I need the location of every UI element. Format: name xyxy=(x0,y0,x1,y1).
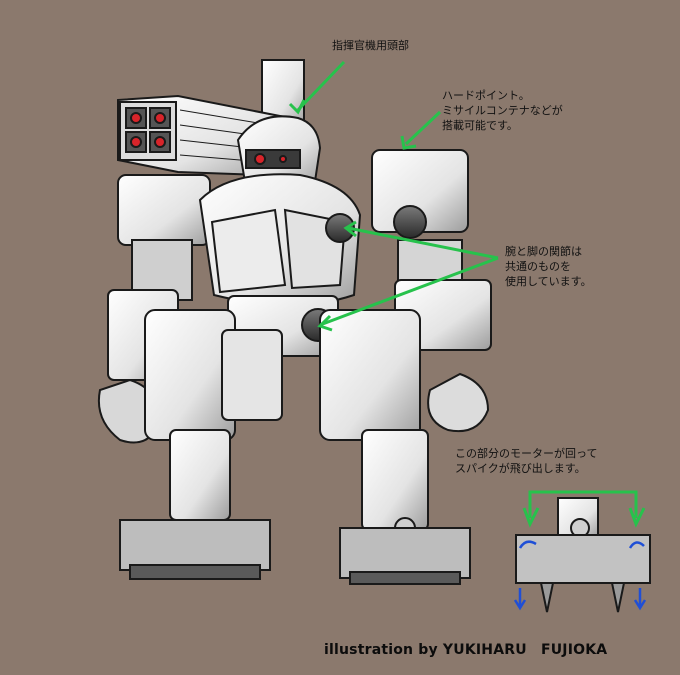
arrow-to-arm-joint xyxy=(347,226,499,260)
spike-motion-arrows xyxy=(513,540,647,611)
missile-light xyxy=(154,136,166,148)
spike-left xyxy=(539,582,555,613)
arrow-head xyxy=(400,135,417,150)
arrow-to-hardpoint xyxy=(404,110,442,146)
commander-head xyxy=(236,115,322,189)
arrow-head xyxy=(288,99,306,115)
head-sensor-red xyxy=(279,155,287,163)
arrow-head xyxy=(628,507,646,528)
foot-detail xyxy=(515,497,651,613)
missile-light xyxy=(130,136,142,148)
head-sensor-red xyxy=(254,153,266,165)
illustration-credit: illustration by YUKIHARU FUJIOKA xyxy=(324,642,608,658)
right-fist xyxy=(427,372,490,432)
arrow-head xyxy=(522,507,540,528)
torso xyxy=(198,173,362,306)
arrow-head xyxy=(317,314,333,332)
spike-right xyxy=(610,582,626,613)
missile-light xyxy=(154,112,166,124)
annotation-hardpoint: ハードポイント。 ミサイルコンテナなどが 搭載可能です。 xyxy=(442,89,563,132)
right-leg xyxy=(319,309,471,585)
rotate-arrow-left xyxy=(518,540,537,549)
annotation-head: 指揮官機用頭部 xyxy=(332,39,409,52)
missile-light xyxy=(130,112,142,124)
arrow-head xyxy=(343,220,357,238)
bracket-spikes xyxy=(528,490,638,518)
arrow-to-leg-joint xyxy=(319,256,499,327)
annotation-joints: 腕と脚の関節は 共通のものを 使用しています。 xyxy=(505,245,592,288)
annotation-spikes: この部分のモーターが回って スパイクが飛び出します。 xyxy=(455,447,598,475)
left-leg xyxy=(119,309,283,580)
arrow-to-head xyxy=(296,60,346,112)
rotate-arrow-right xyxy=(628,541,645,549)
annotation-arrows xyxy=(288,60,646,528)
